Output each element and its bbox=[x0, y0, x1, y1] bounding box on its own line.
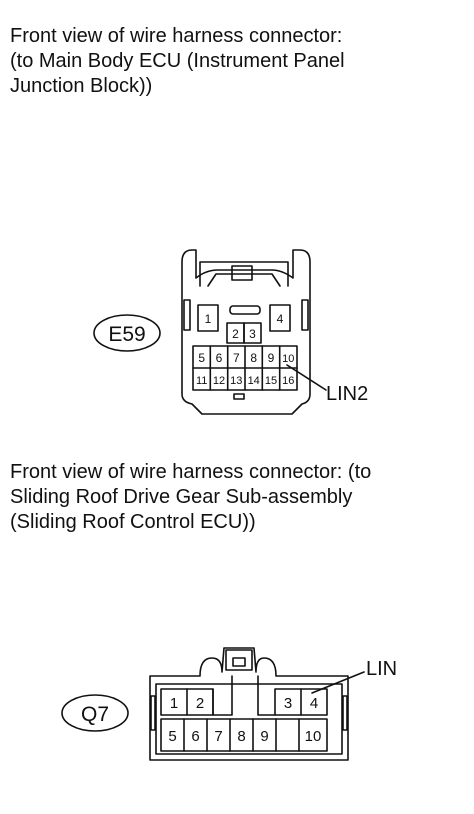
pin-label: 9 bbox=[260, 728, 268, 745]
pin-label: 7 bbox=[214, 728, 222, 745]
caption-line: Junction Block)) bbox=[10, 75, 153, 97]
pin-label: 16 bbox=[282, 375, 294, 387]
pin-label: 2 bbox=[196, 695, 204, 712]
connector-e59-rib bbox=[301, 299, 309, 331]
connector-e59-id: E59 bbox=[108, 323, 145, 346]
pin-label: 3 bbox=[249, 327, 256, 341]
pin-label: 8 bbox=[237, 728, 245, 745]
pin-label: 4 bbox=[277, 312, 284, 326]
connector-e59-housing bbox=[181, 249, 311, 415]
pin-label: 13 bbox=[230, 375, 242, 387]
caption-line: (Sliding Roof Control ECU)) bbox=[10, 511, 256, 533]
connector-q7-caption: Front view of wire harness connector: (t… bbox=[10, 460, 470, 535]
caption-line: Sliding Roof Drive Gear Sub-assembly bbox=[10, 486, 353, 508]
connector-q7-latch-tab bbox=[225, 649, 253, 671]
connector-e59-latch-tab bbox=[231, 265, 253, 281]
pin-label: 15 bbox=[265, 375, 277, 387]
connector-e59-caption: Front view of wire harness connector: (t… bbox=[10, 24, 470, 99]
caption-line: Front view of wire harness connector: (t… bbox=[10, 461, 372, 483]
connector-e59-key-slot bbox=[229, 305, 261, 315]
callout-label: LIN bbox=[366, 658, 397, 680]
connector-e59-rib bbox=[183, 299, 191, 331]
connector-q7-rib bbox=[342, 695, 348, 731]
connector-e59: 1 2 3 4 5 6 7 8 9 10 11 12 13 14 15 16 E… bbox=[93, 249, 368, 415]
connector-q7-latch-window bbox=[232, 657, 246, 667]
connector-q7-id-oval bbox=[61, 694, 129, 732]
pin-label: 12 bbox=[213, 375, 225, 387]
pin-label: 4 bbox=[310, 695, 318, 712]
pin-label: 8 bbox=[250, 351, 257, 365]
pin-label: 10 bbox=[282, 353, 294, 365]
pin-label: 10 bbox=[305, 728, 322, 745]
pin-label: 6 bbox=[191, 728, 199, 745]
pin-label: 5 bbox=[198, 351, 205, 365]
pin-cavity bbox=[269, 304, 291, 332]
connector-e59-latch bbox=[199, 261, 289, 287]
pin-label: 3 bbox=[284, 695, 292, 712]
pin-cavity bbox=[243, 322, 262, 344]
callout-leader-line bbox=[311, 671, 365, 694]
caption-line: (to Main Body ECU (Instrument Panel bbox=[10, 50, 345, 72]
pin-label: 2 bbox=[232, 327, 239, 341]
pin-label: 14 bbox=[248, 375, 260, 387]
pin-cavity bbox=[160, 718, 328, 752]
connector-q7-housing bbox=[149, 647, 349, 761]
connector-q7-body bbox=[155, 683, 343, 755]
pin-label: 6 bbox=[216, 351, 223, 365]
connector-e59-bottom-slot bbox=[233, 393, 245, 400]
connector-q7: 1 2 3 4 5 6 7 8 9 10 Q7 LIN bbox=[61, 647, 397, 761]
caption-line: Front view of wire harness connector: bbox=[10, 25, 343, 47]
connector-e59-id-oval bbox=[93, 314, 161, 352]
pin-label: 1 bbox=[205, 312, 212, 326]
connector-q7-key bbox=[212, 675, 276, 716]
callout-leader-line bbox=[286, 364, 327, 391]
pin-label: 1 bbox=[170, 695, 178, 712]
callout-label: LIN2 bbox=[326, 383, 368, 405]
pin-label: 11 bbox=[196, 375, 207, 387]
pin-label: 5 bbox=[168, 728, 176, 745]
connector-e59-latch-detail bbox=[207, 273, 281, 287]
pin-cavity bbox=[197, 304, 219, 332]
pin-label: 9 bbox=[268, 351, 275, 365]
connector-q7-rib bbox=[150, 695, 156, 731]
pin-label: 7 bbox=[233, 351, 240, 365]
connector-q7-id: Q7 bbox=[81, 703, 109, 726]
